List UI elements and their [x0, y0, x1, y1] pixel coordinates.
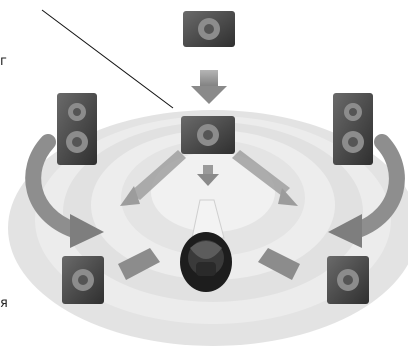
top-down-arrow-icon: [191, 70, 227, 104]
edge-label-bottom: я: [0, 296, 8, 311]
top-speaker-icon: [183, 11, 235, 47]
center-down-arrow-icon: [197, 165, 219, 186]
left-curved-arrow-icon: [25, 134, 104, 248]
right-lower-speaker-icon: [327, 256, 369, 304]
center-speaker-icon: [181, 116, 235, 154]
right-upper-speaker-icon: [333, 93, 373, 165]
left-lower-speaker-icon: [62, 256, 104, 304]
pointer-line: [41, 9, 174, 109]
edge-label-top: г: [0, 54, 7, 69]
left-upper-speaker-icon: [57, 93, 97, 165]
listener-icon: [180, 199, 232, 292]
right-curved-arrow-icon: [328, 134, 405, 248]
bottom-arrows: [118, 248, 300, 280]
diagonal-arrows: [120, 150, 298, 206]
